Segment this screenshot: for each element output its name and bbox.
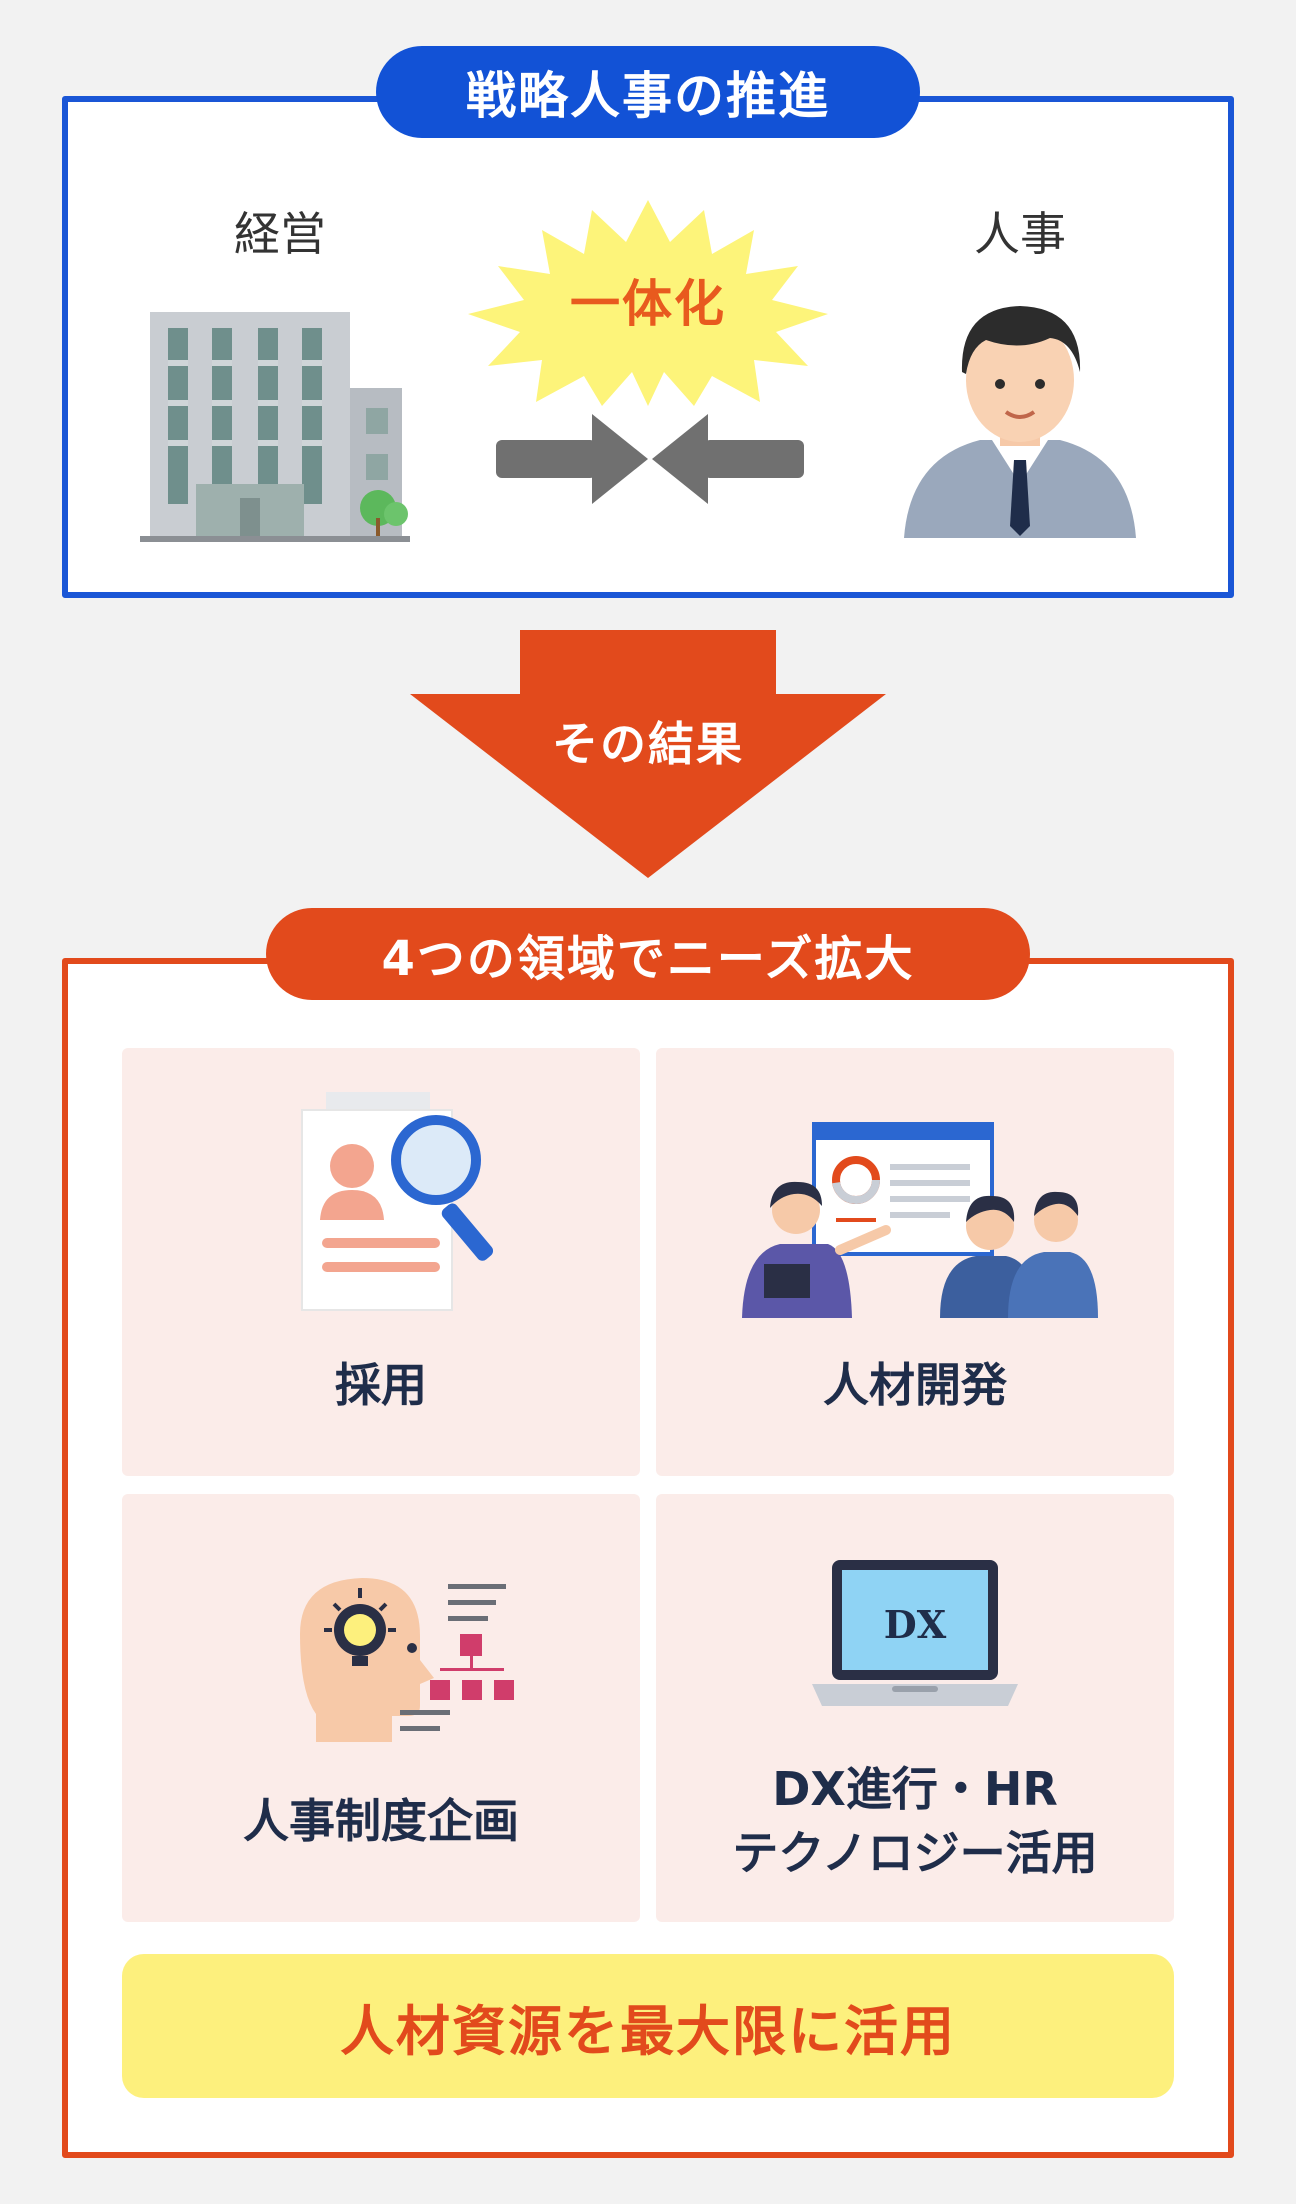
idea-head-icon (300, 1578, 514, 1742)
hr-label: 人事 (974, 207, 1066, 261)
summary-banner: 人材資源を最大限に活用 (122, 1954, 1174, 2098)
laptop-screen-text: DX (883, 1602, 947, 1647)
result-label: その結果 (552, 717, 744, 771)
card-dx-hr-technology: DX DX進行・HR テクノロジー活用 (656, 1494, 1174, 1922)
office-building-icon (140, 312, 410, 542)
card-talent-development: 人材開発 (656, 1048, 1174, 1476)
starburst-icon (468, 200, 828, 406)
businessman-icon (904, 306, 1136, 538)
bottom-section-title: 4つの領域でニーズ拡大 (266, 908, 1030, 1000)
card-talent-development-label: 人材開発 (823, 1358, 1007, 1412)
arrow-right-icon (496, 414, 648, 504)
resume-search-icon (301, 1092, 494, 1311)
presentation-meeting-icon (742, 1122, 1098, 1318)
card-dx-label-line2: テクノロジー活用 (732, 1826, 1098, 1880)
card-hr-system-planning: 人事制度企画 (122, 1494, 640, 1922)
card-hr-system-planning-label: 人事制度企画 (243, 1794, 519, 1848)
integration-label: 一体化 (570, 275, 726, 333)
card-dx-label-line1: DX進行・HR (772, 1762, 1058, 1816)
down-arrow-icon (410, 630, 886, 878)
top-section-title: 戦略人事の推進 (376, 46, 920, 138)
card-recruitment: 採用 (122, 1048, 640, 1476)
management-label: 経営 (234, 207, 326, 261)
card-recruitment-label: 採用 (335, 1358, 427, 1412)
arrow-left-icon (652, 414, 804, 504)
laptop-icon (812, 1560, 1018, 1706)
